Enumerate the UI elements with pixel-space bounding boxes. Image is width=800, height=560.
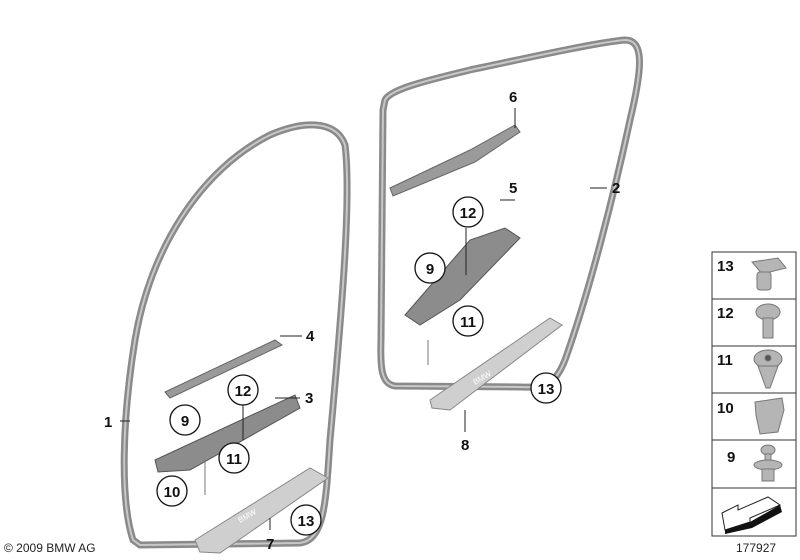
circle-callout-12-left: 12 — [235, 383, 252, 400]
circle-callout-9-left: 9 — [181, 413, 189, 430]
left-trim-panel-3[interactable] — [154, 394, 301, 473]
expanding-nut-11-icon — [753, 349, 783, 389]
callout-5: 5 — [509, 180, 517, 197]
clip-13-icon — [751, 257, 787, 291]
copyright: © 2009 BMW AG — [4, 541, 96, 555]
legend-label-13: 13 — [717, 258, 734, 275]
right-trim-strip-6[interactable] — [389, 124, 521, 197]
clip-nut-10-icon — [754, 397, 785, 435]
right-sill-plate-8[interactable] — [429, 317, 563, 411]
callout-6: 6 — [509, 89, 517, 106]
plastic-rivet-9-icon — [753, 444, 783, 482]
circle-callout-13-right: 13 — [538, 381, 555, 398]
left-trim-strip-4[interactable] — [164, 339, 283, 399]
diagram-number: 177927 — [736, 541, 777, 555]
circle-callout-11-left: 11 — [226, 451, 242, 468]
circle-callout-13-left: 13 — [298, 513, 315, 530]
callout-2: 2 — [612, 180, 620, 197]
fastener-legend — [711, 251, 797, 537]
leader-lines — [120, 108, 607, 530]
callout-4: 4 — [306, 328, 315, 345]
legend-label-12: 12 — [717, 305, 734, 322]
callout-circles — [156, 196, 562, 536]
circle-callout-12-right: 12 — [460, 205, 477, 222]
callout-3: 3 — [305, 390, 313, 407]
left-sill-plate-7[interactable] — [194, 467, 329, 554]
direction-arrow-icon — [721, 496, 782, 534]
legend-label-10: 10 — [717, 400, 734, 417]
legend-label-9: 9 — [727, 449, 735, 466]
right-trim-panel-5[interactable] — [404, 227, 521, 326]
circle-callout-10-left: 10 — [164, 484, 181, 501]
callout-8: 8 — [461, 437, 469, 454]
legend-label-11: 11 — [717, 352, 733, 369]
callout-1: 1 — [104, 414, 112, 431]
callout-7: 7 — [266, 536, 274, 553]
circle-callout-11-right: 11 — [460, 314, 476, 331]
screw-12-icon — [755, 303, 781, 339]
circle-callout-9-right: 9 — [426, 261, 434, 278]
